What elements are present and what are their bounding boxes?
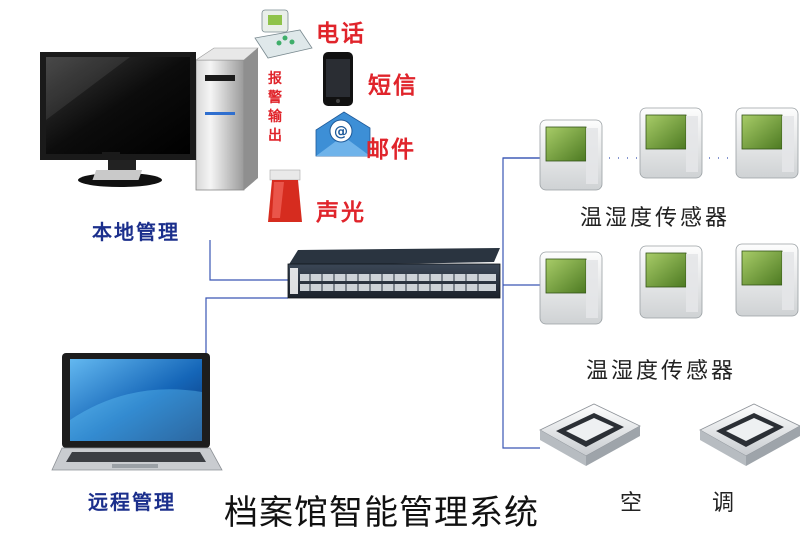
svg-text:@: @: [334, 124, 348, 140]
sensor-icon: [539, 119, 603, 191]
air-conditioner-label: 调: [712, 491, 738, 516]
phone-icon: [254, 9, 313, 59]
sensor-icon: [639, 107, 703, 179]
sensor-group-label: 温湿度传感器: [586, 359, 737, 384]
network-wires: [205, 157, 740, 449]
phone-label: 电话: [316, 20, 366, 47]
local-management-label: 本地管理: [92, 220, 180, 244]
strobe-siren-icon: [268, 169, 302, 222]
system-title: 档案馆智能管理系统: [224, 493, 539, 533]
remote-management-label: 远程管理: [88, 490, 176, 514]
light-sound-label: 声光: [316, 199, 366, 226]
mobile-phone-icon: [323, 52, 353, 106]
laptop-icon: [51, 353, 223, 471]
sensor-icon: [735, 243, 799, 317]
desktop-computer-icon: [40, 47, 259, 191]
air-conditioner-label: 空: [620, 491, 646, 516]
sensor-icon: [539, 251, 603, 325]
email-label: 邮件: [366, 136, 416, 163]
air-conditioner-icon: [539, 403, 641, 466]
sensor-group-label: 温湿度传感器: [580, 206, 731, 231]
alarm-output-heading: 报警输出: [268, 71, 282, 144]
network-switch-icon: [287, 248, 501, 299]
sensor-icon: [639, 245, 703, 319]
sensor-icon: [735, 107, 799, 179]
sms-label: 短信: [368, 72, 418, 99]
air-conditioner-icon: [699, 403, 800, 466]
email-icon: @: [315, 111, 371, 157]
